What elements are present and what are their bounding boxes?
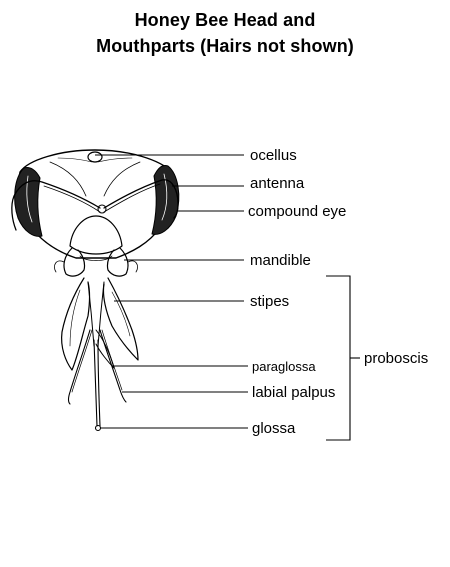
label-mandible: mandible [250, 252, 311, 269]
label-paraglossa: paraglossa [252, 359, 316, 374]
stipes-left [61, 277, 91, 371]
labial-palpus-left [67, 329, 91, 405]
title-line-2: Mouthparts (Hairs not shown) [96, 36, 354, 56]
glossa-shape [93, 339, 101, 427]
leader-lines [95, 154, 360, 441]
labels: ocellus antenna compound eye mandible st… [248, 147, 428, 437]
clypeus [69, 215, 123, 255]
label-stipes: stipes [250, 293, 289, 310]
label-ocellus: ocellus [250, 147, 297, 164]
stipes-right [102, 277, 139, 361]
head-capsule [17, 149, 174, 259]
label-compound-eye: compound eye [248, 203, 346, 220]
label-antenna: antenna [250, 175, 305, 192]
bee-head-illustration [11, 149, 180, 432]
antenna-right [103, 179, 179, 219]
label-labial-palpus: labial palpus [252, 384, 335, 401]
title-line-1: Honey Bee Head and [134, 10, 316, 30]
labial-palpus-right [99, 329, 127, 403]
antenna-left [11, 180, 101, 231]
glossa-tip [94, 424, 102, 432]
label-glossa: glossa [252, 420, 296, 437]
compound-eye-right [151, 165, 180, 235]
ocellus-mark [87, 151, 103, 163]
proboscis-bracket [326, 275, 351, 441]
label-proboscis: proboscis [364, 350, 428, 367]
compound-eye-left [14, 167, 43, 237]
